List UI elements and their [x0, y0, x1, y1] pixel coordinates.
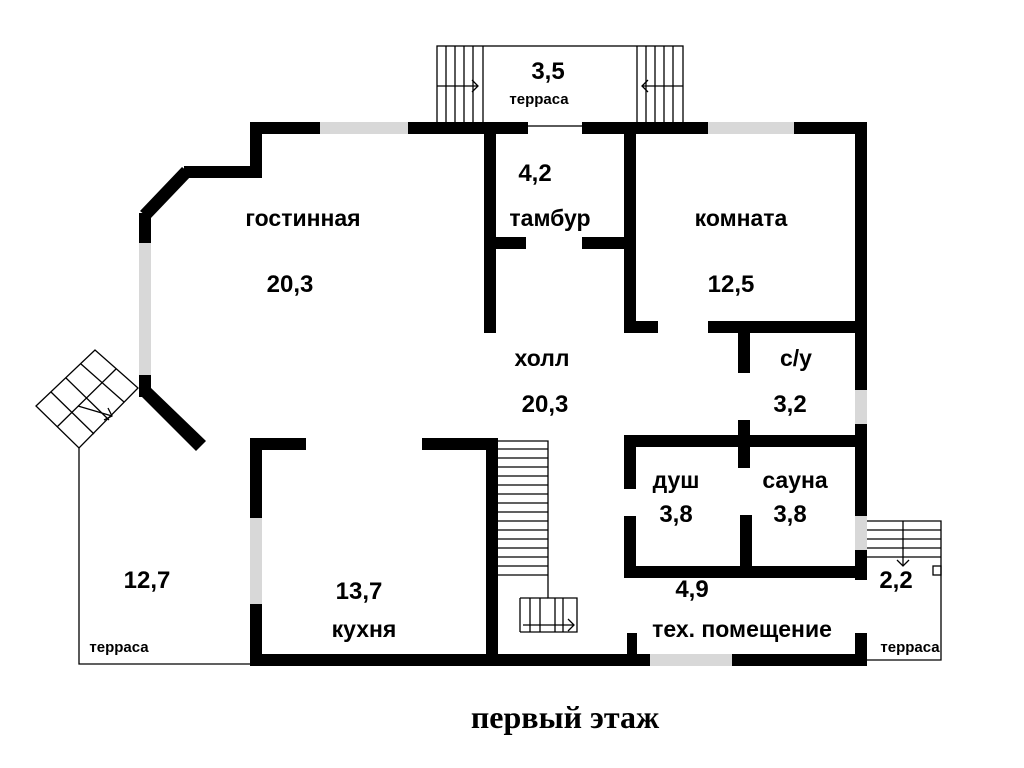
floor-title: первый этаж — [471, 699, 660, 735]
wc-area: 3,2 — [773, 391, 806, 418]
top-terrace-area: 3,5 — [531, 58, 564, 85]
sauna-area: 3,8 — [773, 501, 806, 528]
right-terrace-area: 2,2 — [879, 567, 912, 594]
hall-name: холл — [515, 345, 570, 371]
room-area: 12,5 — [708, 271, 755, 298]
vestibule-name: тамбур — [509, 205, 590, 231]
hall-area: 20,3 — [522, 391, 569, 418]
shower-name: душ — [653, 467, 700, 493]
living-room-area: 20,3 — [267, 271, 314, 298]
kitchen-area: 13,7 — [336, 578, 383, 605]
wc-name: с/у — [780, 345, 812, 371]
main-staircase — [497, 440, 578, 633]
vestibule-area: 4,2 — [518, 160, 551, 187]
top-terrace-stairs — [436, 45, 684, 127]
tech-room-area: 4,9 — [675, 576, 708, 603]
top-terrace-name: терраса — [509, 91, 569, 108]
left-terrace-area: 12,7 — [124, 567, 171, 594]
room-name: комната — [695, 205, 788, 231]
living-room-name: гостинная — [245, 205, 360, 231]
left-terrace-name: терраса — [89, 639, 149, 656]
shower-area: 3,8 — [659, 501, 692, 528]
labels: 3,5 терраса 4,2 тамбур гостинная 20,3 ко… — [89, 58, 940, 735]
kitchen-name: кухня — [332, 616, 397, 642]
walls — [139, 122, 867, 666]
tech-room-name: тех. помещение — [652, 616, 832, 642]
right-terrace — [866, 520, 942, 661]
right-terrace-name: терраса — [880, 639, 940, 656]
sauna-name: сауна — [762, 467, 828, 493]
